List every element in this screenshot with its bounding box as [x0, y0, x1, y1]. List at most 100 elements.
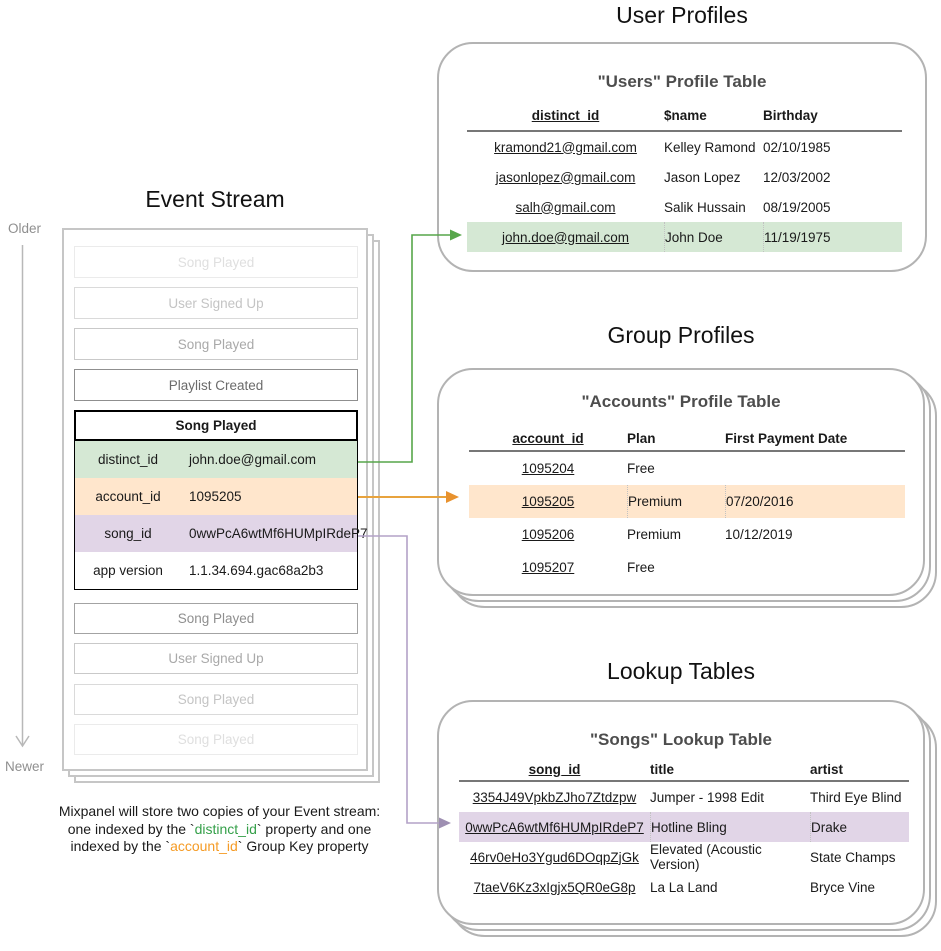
- event-label: Song Played: [177, 611, 255, 626]
- table-cell: Third Eye Blind: [810, 789, 902, 805]
- table-cell: 1095206: [521, 527, 575, 542]
- caption-account-id-code: account_id: [170, 838, 238, 854]
- event-label: User Signed Up: [168, 651, 264, 666]
- column-header-first-payment-date: First Payment Date: [725, 430, 848, 446]
- highlighted-row-cell: john.doe@gmail.com: [467, 222, 664, 252]
- event-label: Song Played: [177, 732, 255, 747]
- group-profiles-title: Group Profiles: [607, 322, 755, 348]
- event-stream-caption: Mixpanel will store two copies of your E…: [22, 803, 417, 856]
- property-row-app-version: app version 1.1.34.694.gac68a2b3: [75, 552, 357, 589]
- songs-table: song_id title artist 3354J49VpkbZJho7Ztd…: [459, 758, 909, 902]
- timeline-arrow: [15, 245, 30, 748]
- event-box: User Signed Up: [74, 287, 358, 319]
- table-cell: 10/12/2019: [725, 527, 793, 542]
- event-label: Song Played: [177, 254, 255, 270]
- property-value: 0wwPcA6wtMf6HUMpIRdeP7: [189, 526, 368, 541]
- event-box: Playlist Created: [74, 369, 358, 401]
- caption-line1: Mixpanel will store two copies of your E…: [58, 803, 381, 819]
- column-header-plan: Plan: [627, 430, 656, 446]
- column-header-song-id: song_id: [528, 761, 581, 777]
- expanded-event-header: Song Played: [74, 410, 358, 441]
- header-separator: [467, 130, 902, 132]
- column-header-song-title: title: [650, 761, 675, 777]
- event-box: Song Played: [74, 684, 358, 715]
- accounts-table: account_id Plan First Payment Date 10952…: [469, 426, 905, 584]
- songs-table-title: "Songs" Lookup Table: [589, 730, 773, 749]
- older-label: Older: [8, 221, 42, 236]
- property-value: john.doe@gmail.com: [189, 452, 317, 467]
- table-cell: Free: [627, 461, 655, 476]
- event-label: Song Played: [177, 336, 255, 352]
- table-cell: State Champs: [810, 849, 896, 865]
- user-profiles-title: User Profiles: [616, 2, 748, 28]
- table-cell: 3354J49VpkbZJho7Ztdzpw: [472, 789, 637, 805]
- column-header-artist: artist: [810, 761, 844, 777]
- accounts-table-title: "Accounts" Profile Table: [581, 392, 781, 411]
- property-key: distinct_id: [97, 452, 159, 467]
- property-key: app version: [93, 563, 163, 578]
- event-label: Playlist Created: [168, 377, 264, 393]
- column-header-name: $name: [664, 107, 707, 123]
- table-cell: Salik Hussain: [664, 199, 746, 215]
- expanded-event-title: Song Played: [175, 418, 257, 433]
- column-header-birthday: Birthday: [763, 107, 818, 123]
- accounts-profile-card: "Accounts" Profile Table account_id Plan…: [437, 368, 925, 596]
- table-cell: [725, 452, 905, 485]
- newer-label: Newer: [5, 759, 45, 774]
- caption-line2-pre: one indexed by the `: [67, 820, 195, 837]
- users-profile-card: "Users" Profile Table distinct_id $name …: [437, 42, 927, 272]
- table-cell: Kelley Ramond: [664, 139, 756, 155]
- highlighted-row-cell: 0wwPcA6wtMf6HUMpIRdeP7: [459, 812, 650, 842]
- event-label: User Signed Up: [168, 295, 264, 311]
- property-value: 1.1.34.694.gac68a2b3: [189, 563, 324, 578]
- lookup-tables-title: Lookup Tables: [607, 658, 755, 684]
- table-cell: 08/19/2005: [763, 199, 831, 215]
- property-key: song_id: [104, 526, 152, 541]
- expanded-event-properties: distinct_id john.doe@gmail.com account_i…: [74, 441, 368, 590]
- event-box: Song Played: [74, 603, 358, 634]
- highlighted-row-cell: Premium: [627, 485, 725, 518]
- header-separator: [469, 450, 905, 452]
- highlighted-row-cell: 11/19/1975: [763, 222, 902, 252]
- highlighted-row-cell: 07/20/2016: [725, 485, 905, 518]
- table-cell: La La Land: [650, 879, 718, 895]
- highlighted-row-cell: Drake: [810, 812, 909, 842]
- event-box: Song Played: [74, 246, 358, 278]
- caption-distinct-id-code: distinct_id: [194, 820, 257, 837]
- table-cell: Free: [627, 560, 655, 575]
- highlighted-row-cell: Hotline Bling: [650, 812, 810, 842]
- header-separator: [459, 780, 909, 782]
- users-table: distinct_id $name Birthday kramond21@gma…: [467, 100, 902, 252]
- table-cell: Jumper - 1998 Edit: [650, 789, 765, 805]
- table-cell: Bryce Vine: [810, 879, 876, 895]
- event-box: User Signed Up: [74, 643, 358, 674]
- table-cell: 02/10/1985: [763, 139, 831, 155]
- table-cell: 46rv0eHo3Ygud6DOqpZjGk: [470, 849, 639, 865]
- table-cell: 12/03/2002: [763, 169, 831, 185]
- table-cell: 7taeV6Kz3xIgjx5QR0eG8p: [473, 879, 636, 895]
- column-header-account-id: account_id: [512, 430, 584, 446]
- event-stream-title: Event Stream: [145, 186, 285, 212]
- caption-line3-pre: indexed by the `: [70, 838, 171, 854]
- table-cell: Elevated (Acoustic Version): [650, 842, 762, 872]
- column-header-distinct-id: distinct_id: [531, 107, 600, 123]
- event-label: Song Played: [177, 692, 255, 707]
- property-key: account_id: [95, 489, 161, 504]
- event-box: Song Played: [74, 328, 358, 360]
- table-cell: kramond21@gmail.com: [494, 139, 637, 155]
- users-table-title: "Users" Profile Table: [597, 72, 767, 91]
- table-cell: salh@gmail.com: [515, 199, 616, 215]
- table-cell: Premium: [627, 527, 682, 542]
- songs-lookup-card: "Songs" Lookup Table song_id title artis…: [437, 700, 925, 925]
- property-value: 1095205: [189, 489, 242, 504]
- table-cell: jasonlopez@gmail.com: [495, 169, 636, 185]
- highlighted-row-cell: 1095205: [469, 485, 627, 518]
- highlighted-row-cell: John Doe: [664, 222, 763, 252]
- property-row-distinct-id: distinct_id john.doe@gmail.com: [75, 441, 357, 478]
- caption-line3-post: ` Group Key property: [237, 838, 369, 854]
- caption-line2-post: ` property and one: [256, 820, 372, 837]
- property-row-account-id: account_id 1095205: [75, 478, 357, 515]
- table-cell: 1095204: [521, 461, 575, 476]
- table-cell: Jason Lopez: [664, 169, 741, 185]
